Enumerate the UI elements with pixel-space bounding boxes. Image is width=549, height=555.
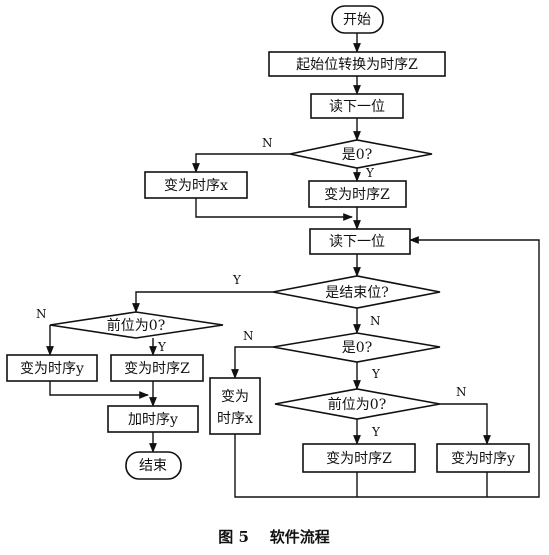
node-convert-start-label: 起始位转换为时序Z (296, 56, 418, 73)
decision-is-zero-1: 是0? (289, 139, 433, 169)
decision-is-zero-1-label: 是0? (342, 147, 372, 163)
node-to-y-2: 变为时序y (436, 443, 530, 473)
decision-is-end-bit-label: 是结束位? (325, 285, 389, 301)
decision-is-end-bit: 是结束位? (272, 275, 441, 309)
node-to-z-2: 变为时序Z (110, 354, 204, 382)
node-add-y-label: 加时序y (128, 412, 178, 428)
figure-caption: 图 5 软件流程 (218, 528, 330, 546)
node-to-z-3-label: 变为时序Z (326, 451, 392, 467)
label-n: N (370, 314, 381, 328)
label-y: Y (371, 425, 381, 439)
node-to-z-1-label: 变为时序Z (324, 187, 390, 203)
node-end-label: 结束 (139, 458, 167, 474)
label-y: Y (371, 367, 381, 381)
node-convert-start: 起始位转换为时序Z (268, 51, 446, 77)
decision-prev-is-zero-2: 前位为0? (274, 388, 441, 420)
node-to-y-2-label: 变为时序y (451, 451, 515, 467)
node-read-bit-2-label: 读下一位 (329, 233, 385, 250)
decision-prev-is-zero-2-label: 前位为0? (328, 396, 386, 413)
node-start: 开始 (331, 5, 384, 34)
node-end: 结束 (125, 451, 182, 480)
node-to-x-2: 变为 时序x (209, 377, 261, 435)
decision-is-zero-2: 是0? (272, 332, 441, 363)
node-read-bit-2: 读下一位 (309, 228, 411, 255)
node-to-x-1-label: 变为时序x (164, 178, 228, 194)
label-y: Y (157, 340, 167, 354)
label-y: Y (232, 273, 242, 287)
connectors (46, 33, 540, 498)
node-to-z-1: 变为时序Z (308, 180, 407, 208)
decision-prev-is-zero-1-label: 前位为0? (107, 317, 165, 334)
node-to-z-3: 变为时序Z (302, 443, 416, 473)
node-add-y: 加时序y (107, 405, 199, 433)
node-to-x-2-label-line2: 时序x (217, 411, 253, 427)
label-y: Y (365, 166, 375, 180)
node-to-y-1: 变为时序y (6, 354, 98, 382)
node-read-bit-1: 读下一位 (310, 93, 404, 119)
branch-labels: N Y Y N N Y N Y Y N (36, 136, 467, 439)
node-read-bit-1-label: 读下一位 (329, 98, 385, 115)
node-to-y-1-label: 变为时序y (20, 361, 84, 377)
node-to-x-1: 变为时序x (144, 171, 248, 199)
decision-prev-is-zero-1: 前位为0? (49, 311, 224, 339)
label-n: N (262, 136, 273, 150)
node-start-label: 开始 (343, 12, 371, 28)
decision-is-zero-2-label: 是0? (342, 340, 372, 356)
label-n: N (243, 329, 254, 343)
label-n: N (456, 385, 467, 399)
label-n: N (36, 307, 47, 321)
node-to-x-2-label-line1: 变为 (221, 389, 249, 405)
node-to-z-2-label: 变为时序Z (124, 361, 190, 377)
